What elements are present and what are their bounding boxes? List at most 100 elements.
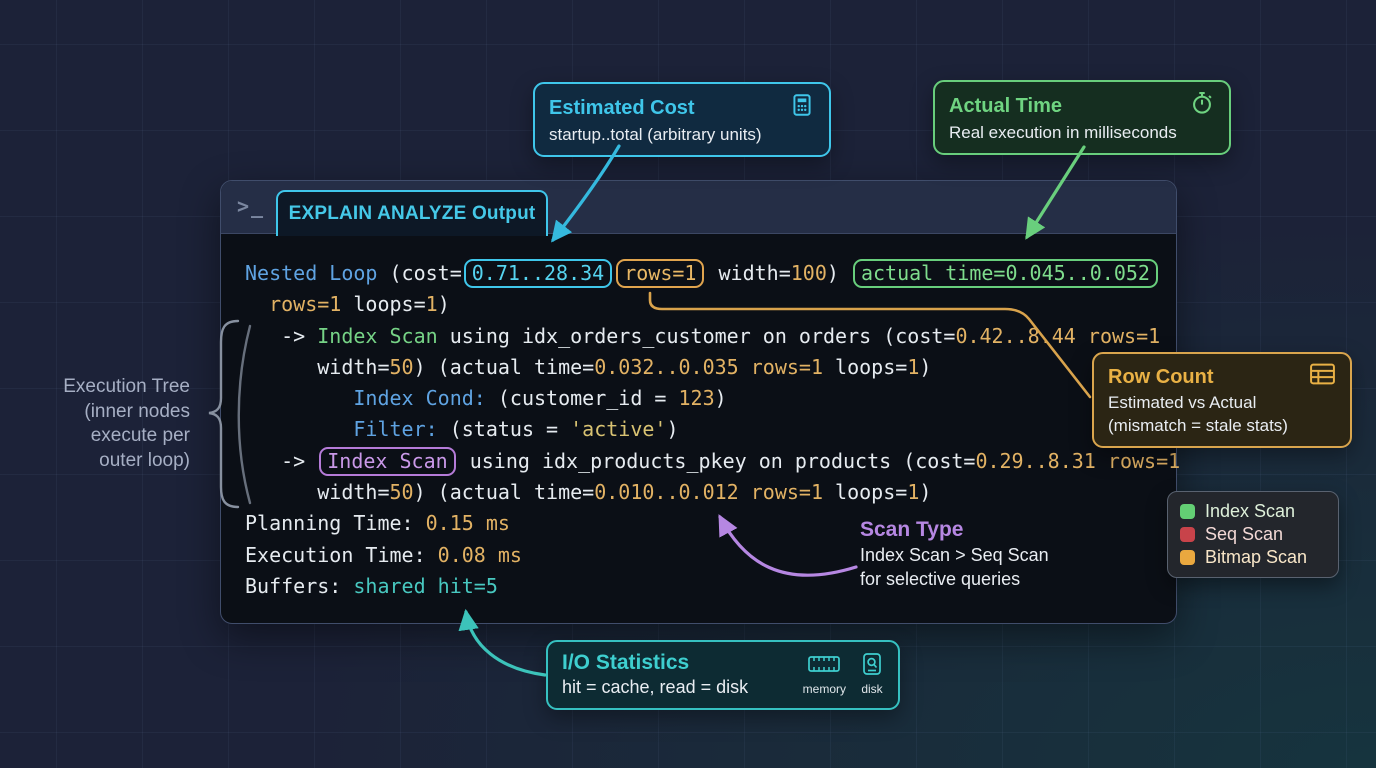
legend-swatch-icon: [1180, 550, 1195, 565]
code-segment: [739, 355, 751, 379]
memory-icon: [807, 652, 841, 681]
code-segment: ): [437, 292, 450, 317]
code-segment: shared hit=5: [353, 573, 498, 598]
code-segment: using idx_products_pkey on products (cos…: [457, 448, 976, 473]
code-line: Filter: (status = 'active'): [245, 414, 1168, 445]
estimated-cost-title: Estimated Cost: [549, 96, 695, 119]
code-line: -> Index Scan using idx_orders_customer …: [245, 321, 1168, 352]
table-icon: [1309, 362, 1336, 391]
disk-icon: [860, 652, 884, 681]
scan-type-line2: for selective queries: [860, 569, 1021, 589]
code-segment: width=: [706, 261, 791, 285]
execution-tree-label-line: execute per: [90, 425, 190, 446]
legend-item: Bitmap Scan: [1180, 546, 1326, 569]
code-line: Planning Time: 0.15 ms: [245, 508, 1168, 539]
stopwatch-icon: [1189, 90, 1215, 121]
code-segment: rows=1: [269, 292, 342, 317]
code-segment: rows=1: [616, 259, 705, 288]
code-segment: 0.010..0.012: [594, 480, 739, 505]
code-line: -> Index Scan using idx_products_pkey on…: [245, 446, 1180, 477]
code-segment: rows=1: [1087, 323, 1161, 348]
code-segment: ): [919, 480, 932, 505]
io-statistics-title: I/O Statistics: [562, 651, 690, 674]
code-segment: using idx_orders_customer on orders (cos…: [437, 323, 956, 348]
code-segment: 0.08 ms: [437, 542, 522, 567]
code-segment: ->: [245, 323, 318, 348]
legend-label: Seq Scan: [1205, 524, 1284, 544]
code-segment: ) (actual time=: [413, 354, 595, 379]
code-segment: (cost=: [377, 261, 462, 285]
code-segment: 1: [907, 480, 920, 505]
code-segment: Buffers:: [245, 573, 354, 598]
callout-io-statistics: I/O Statistics hit = cache, read = disk …: [546, 640, 900, 710]
code-segment: Index Scan: [319, 446, 456, 476]
callout-row-count: Row Count Estimated vs Actual (mismatch …: [1092, 352, 1352, 448]
execution-tree-label-line: outer loop): [99, 449, 190, 471]
code-segment: 'active': [570, 417, 667, 442]
code-segment: (customer_id =: [485, 386, 679, 411]
code-segment: [245, 386, 353, 410]
code-segment: 0.29..8.31: [975, 448, 1096, 473]
code-segment: 1: [907, 354, 920, 379]
code-segment: rows=1: [750, 480, 824, 505]
code-segment: 0.42..8.44: [955, 323, 1076, 348]
code-segment: 0.15 ms: [425, 511, 510, 536]
code-line: rows=1 loops=1): [245, 289, 1168, 320]
row-count-subtitle-2: (mismatch = stale stats): [1108, 416, 1288, 435]
execution-tree-label: Execution Tree (inner nodes execute per out…: [30, 375, 190, 473]
code-segment: 100: [790, 261, 827, 285]
estimated-cost-subtitle: startup..total (arbitrary units): [549, 125, 762, 144]
execution-tree-label-line: Execution Tree: [63, 376, 190, 397]
code-segment: ): [666, 417, 679, 442]
terminal-window: >_ EXPLAIN ANALYZE Output Nested Loop (c…: [220, 180, 1180, 624]
code-segment: 0.032..0.035: [594, 354, 739, 379]
callout-actual-time: Actual Time Real execution in millisecon…: [933, 80, 1231, 155]
code-segment: Filter:: [353, 417, 438, 442]
code-segment: Execution Time:: [245, 542, 438, 567]
actual-time-subtitle: Real execution in milliseconds: [949, 123, 1177, 142]
code-segment: [1096, 449, 1108, 473]
tab-explain-analyze-output[interactable]: EXPLAIN ANALYZE Output: [276, 190, 548, 236]
scan-type-line1: Index Scan > Seq Scan: [860, 545, 1049, 565]
code-segment: 50: [389, 480, 414, 505]
legend-swatch-icon: [1180, 527, 1195, 542]
code-segment: [245, 417, 353, 441]
code-segment: Index Scan: [317, 323, 438, 348]
scan-type-title: Scan Type: [860, 518, 964, 541]
io-statistics-subtitle: hit = cache, read = disk: [562, 677, 749, 697]
disk-icon-label: disk: [861, 682, 883, 696]
code-line: Index Cond: (customer_id = 123): [245, 383, 1168, 414]
code-segment: ->: [245, 448, 318, 473]
code-segment: 1: [425, 292, 438, 317]
callout-estimated-cost: Estimated Cost startup..total (arbitrary…: [533, 82, 831, 157]
code-segment: [739, 480, 751, 504]
code-segment: Nested Loop: [245, 261, 378, 285]
legend-item: Index Scan: [1180, 500, 1326, 523]
code-segment: 50: [389, 354, 414, 379]
code-segment: (status =: [437, 417, 571, 442]
code-segment: Index Cond:: [353, 386, 486, 411]
legend-item: Seq Scan: [1180, 523, 1326, 546]
code-segment: ) (actual time=: [413, 480, 595, 505]
code-segment: ): [826, 261, 851, 285]
tab-label: EXPLAIN ANALYZE Output: [288, 203, 536, 224]
code-line: Buffers: shared hit=5: [245, 571, 1168, 602]
code-segment: loops=: [823, 480, 908, 505]
legend-swatch-icon: [1180, 504, 1195, 519]
row-count-subtitle-1: Estimated vs Actual: [1108, 393, 1257, 412]
code-segment: [245, 292, 269, 316]
code-segment: loops=: [341, 292, 426, 317]
code-segment: Planning Time:: [245, 511, 426, 536]
code-segment: ): [714, 386, 727, 411]
terminal-header: >_ EXPLAIN ANALYZE Output: [221, 181, 1176, 236]
code-segment: actual time=0.045..0.052: [852, 259, 1158, 288]
code-segment: [1076, 324, 1088, 348]
code-segment: width=: [245, 480, 390, 505]
code-segment: width=: [245, 354, 390, 379]
execution-tree-label-line: (inner nodes: [84, 400, 190, 422]
code-segment: rows=1: [1107, 448, 1181, 473]
code-segment: loops=: [823, 354, 908, 379]
legend-label: Bitmap Scan: [1205, 547, 1308, 567]
memory-icon-label: memory: [802, 682, 846, 696]
